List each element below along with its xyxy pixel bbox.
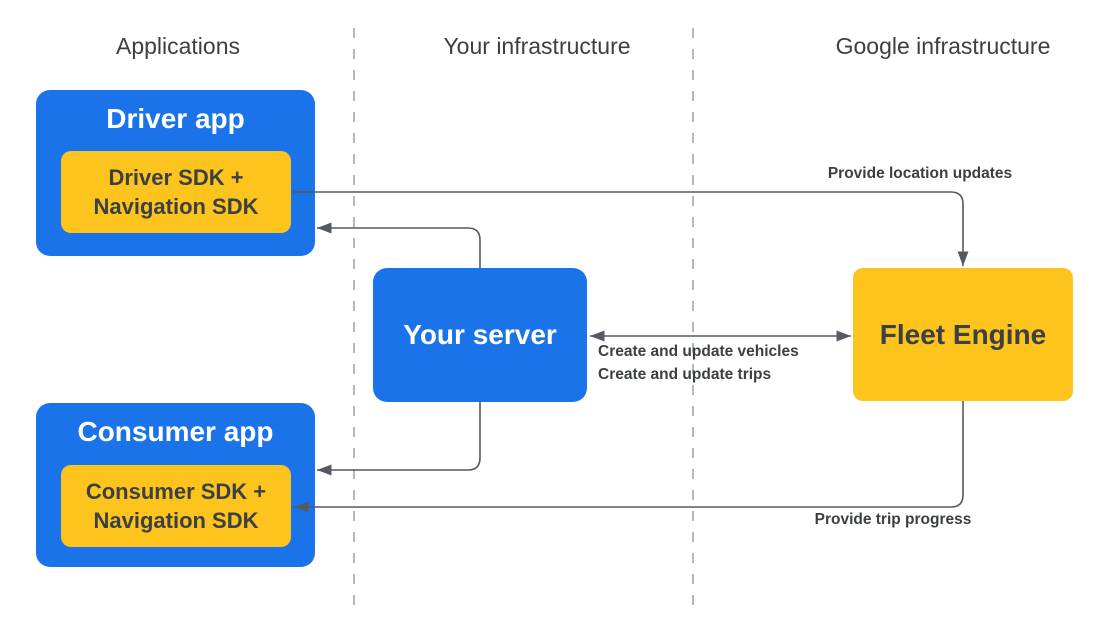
fleet-engine-title: Fleet Engine <box>879 318 1047 350</box>
your-server-title: Your server <box>403 319 557 350</box>
fleet-engine-node: Fleet Engine <box>853 268 1073 401</box>
column-header-applications: Applications <box>115 33 241 59</box>
consumer-sdk-label-line2: Navigation SDK <box>93 508 259 533</box>
consumer-app-node: Consumer app Consumer SDK + Navigation S… <box>36 403 315 567</box>
consumer-app-title: Consumer app <box>77 416 274 447</box>
edge-label-create-and-update: Create and update vehicles Create and up… <box>598 340 799 386</box>
consumer-sdk-node: Consumer SDK + Navigation SDK <box>61 465 291 547</box>
consumer-sdk-label-line1: Consumer SDK + <box>85 479 267 504</box>
driver-sdk-label-line2: Navigation SDK <box>93 194 259 219</box>
driver-app-node: Driver app Driver SDK + Navigation SDK <box>36 90 315 256</box>
edge-driver-sdk-to-fleet-engine <box>293 191 969 266</box>
edge-label-provide-location-updates: Provide location updates <box>827 165 1013 182</box>
edge-label-provide-trip-progress: Provide trip progress <box>814 511 972 528</box>
edge-fleet-engine-to-consumer-sdk <box>294 401 964 513</box>
edge-your-server-to-driver-app <box>317 222 481 268</box>
driver-sdk-node: Driver SDK + Navigation SDK <box>61 151 291 233</box>
edge-label-create-vehicles: Create and update vehicles <box>598 343 799 360</box>
edge-your-server-to-consumer-app <box>317 402 481 476</box>
column-header-your-infrastructure: Your infrastructure <box>443 33 631 59</box>
driver-sdk-label-line1: Driver SDK + <box>108 165 244 190</box>
driver-app-title: Driver app <box>106 103 245 134</box>
your-server-node: Your server <box>373 268 587 402</box>
edge-label-create-trips: Create and update trips <box>598 366 772 383</box>
column-header-google-infrastructure: Google infrastructure <box>835 33 1051 59</box>
